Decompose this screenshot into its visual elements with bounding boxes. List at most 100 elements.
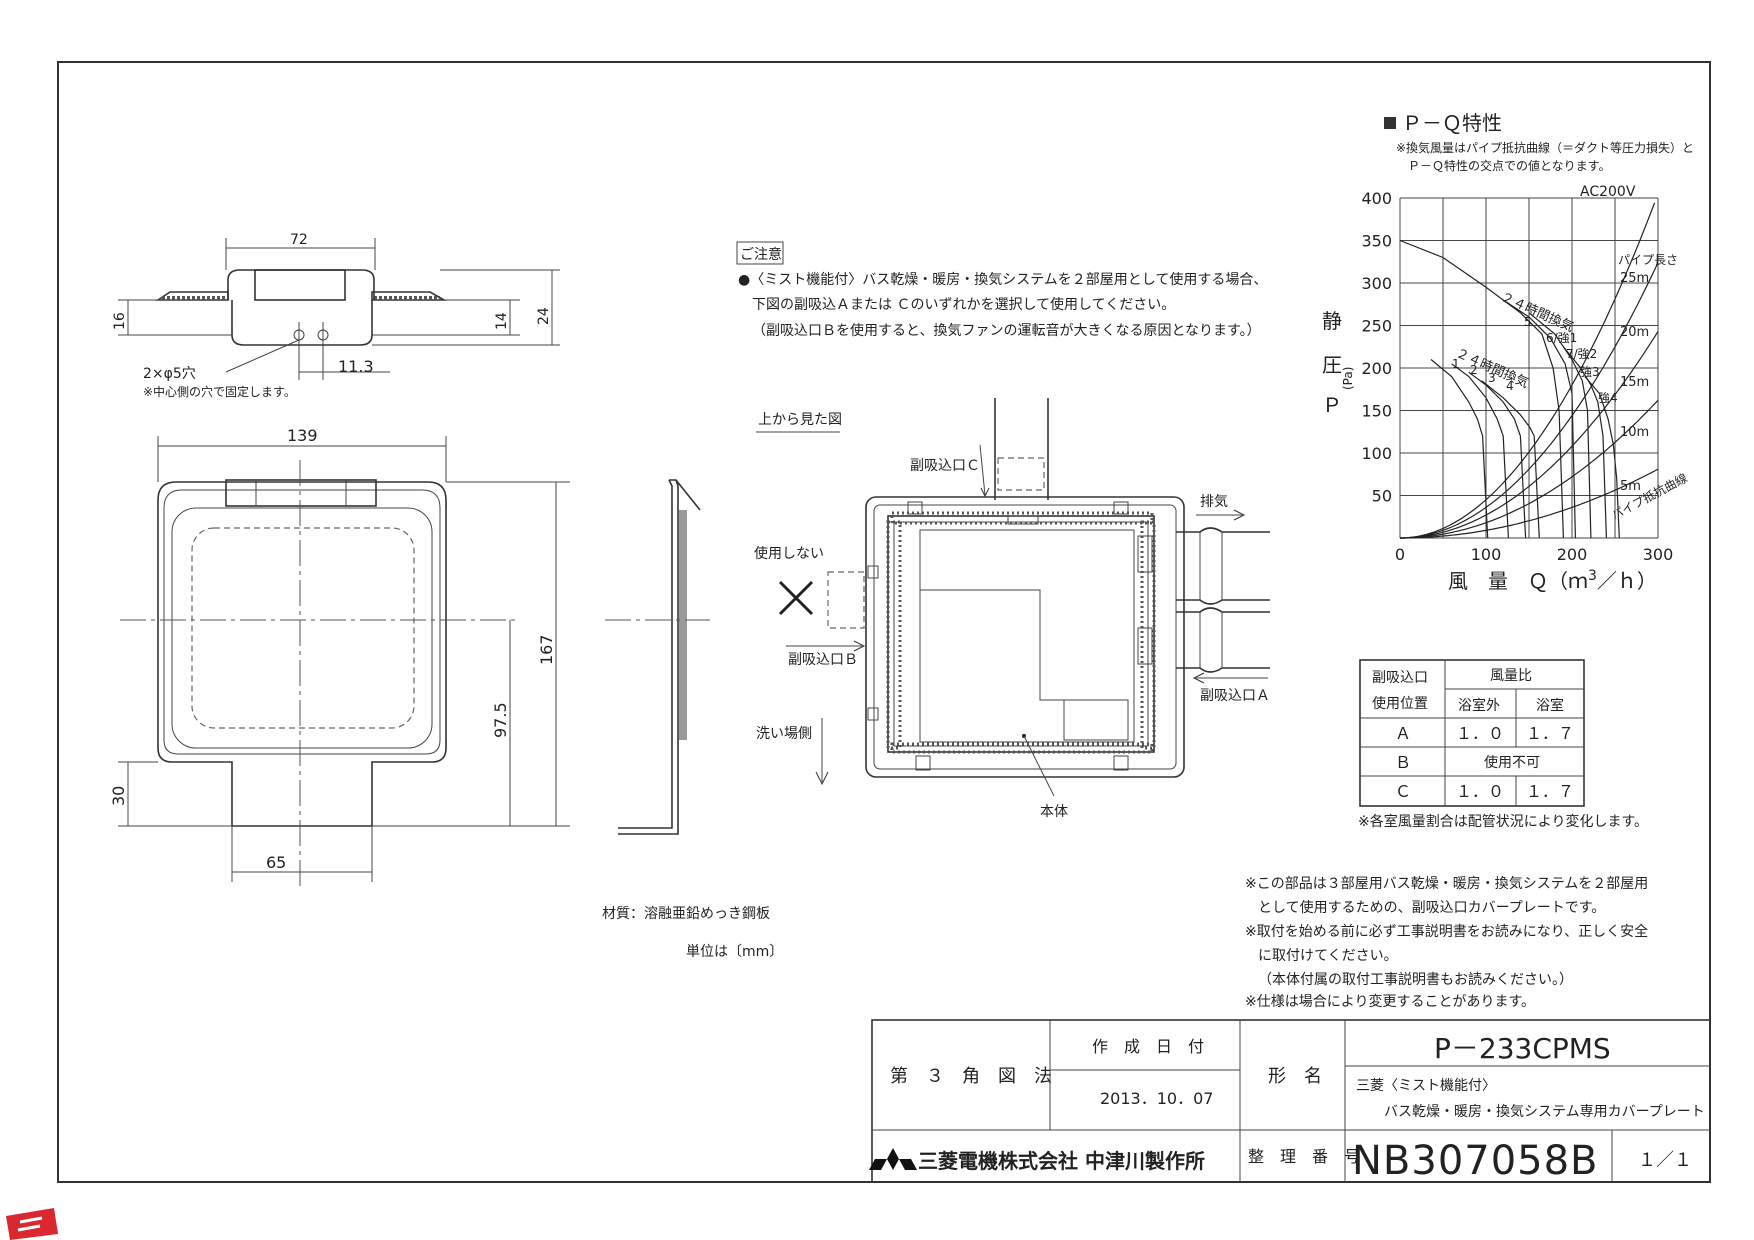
pipe-curve-25m [1399, 202, 1656, 539]
curve-label-3: 3 [1488, 371, 1496, 385]
ratio-table: 副吸込口 使用位置 風量比 浴室外 浴室 Ａ １．０ １．７ Ｂ 使用不可 Ｃ … [1358, 659, 1648, 830]
sheet-number: １／１ [1638, 1150, 1692, 1171]
dim-167: 167 [537, 634, 556, 665]
ratio-footnote: ※各室風量割合は配管状況により変化します。 [1358, 813, 1648, 830]
x-tick-label: 300 [1643, 545, 1674, 564]
th-in: 浴室 [1536, 697, 1564, 714]
dim-11-3: 11.3 [338, 357, 374, 376]
pq-yunit: (Pa) [1341, 367, 1355, 390]
dim-65: 65 [266, 853, 286, 872]
pq-xlabel: 風 量 Ｑ（ｍ3／ｈ） [1448, 568, 1657, 593]
pipe-length-label: パイプ長さ [1618, 253, 1678, 267]
fan-curve-5 [1399, 239, 1564, 539]
y-tick-label: 50 [1372, 487, 1392, 506]
th-pos-2: 使用位置 [1372, 695, 1428, 712]
label-24h-upper: ２４時間換気 [1498, 289, 1576, 335]
side-view [605, 479, 710, 835]
curve-label-2: 2 [1470, 363, 1478, 377]
curve-label-4: 4 [1506, 379, 1514, 393]
holes-note: ※中心側の穴で固定します。 [143, 384, 296, 399]
y-tick-label: 400 [1361, 189, 1392, 208]
row-b-merged: 使用不可 [1484, 754, 1540, 771]
pq-fan-curves [1399, 239, 1620, 539]
note-line-6: ※仕様は場合により変更することがあります。 [1245, 993, 1535, 1010]
pq-title-icon [1384, 117, 1396, 129]
row-a-out: １．０ [1456, 724, 1504, 743]
dim-24: 24 [536, 307, 552, 325]
fan-curve-3 [1468, 371, 1527, 539]
pq-note-1: ※換気風量はパイプ抵抗曲線（＝ダクト等圧力損失）と [1396, 140, 1694, 155]
company-name: 三菱電機株式会社 中津川製作所 [918, 1149, 1205, 1173]
front-view: 139 167 97.5 30 65 [109, 426, 570, 888]
material-note: 材質：溶融亜鉛めっき鋼板 [602, 906, 770, 922]
x-tick-label: 100 [1471, 545, 1502, 564]
caution-block: ご注意 ●〈ミスト機能付〉バス乾燥・暖房・換気システムを２部屋用として使用する場… [736, 241, 1267, 339]
number-label: 整 理 番 号 [1248, 1147, 1360, 1166]
row-a-pos: Ａ [1395, 724, 1411, 743]
row-c-in: １．７ [1526, 782, 1574, 801]
fan-curve-7 [1528, 312, 1592, 539]
pq-ylabel-1: 静 [1322, 309, 1342, 333]
row-b-pos: Ｂ [1395, 753, 1411, 772]
pipe-curve-label: パイプ抵抗曲線 [1608, 470, 1689, 523]
product-desc-1: 三菱〈ミスト機能付〉 [1356, 1078, 1496, 1094]
caution-line-2: 下図の副吸込Ａまたは Ｃのいずれかを選択して使用してください。 [752, 296, 1175, 313]
pipe-label-25m: 25m [1620, 271, 1649, 286]
y-tick-label: 250 [1361, 317, 1392, 336]
unit-note: 単位は〔mm〕 [686, 944, 783, 960]
pq-ylabel-2: 圧 [1322, 353, 1342, 377]
y-tick-label: 300 [1361, 274, 1392, 293]
dim-139: 139 [287, 426, 318, 445]
caution-heading: ご注意 [740, 246, 782, 263]
curve-label-1: 1 [1452, 357, 1460, 371]
curve-label-8: 強3 [1580, 365, 1600, 379]
holes-label: 2×φ5穴 [143, 366, 196, 382]
top-profile-view: 72 16 14 24 11.3 2×φ5穴 ※中心側の穴で固 [112, 232, 560, 399]
wash-side-label: 洗い場側 [756, 726, 812, 742]
dim-14: 14 [494, 312, 510, 330]
pq-note-2: Ｐ－Ｑ特性の交点での値となります。 [1408, 158, 1610, 173]
note-line-2: として使用するための、副吸込口カバープレートです。 [1258, 899, 1605, 916]
notes-block: ※この部品は３部屋用バス乾燥・暖房・換気システムを２部屋用 として使用するための… [1245, 876, 1648, 1010]
curve-label-5: 5 [1524, 315, 1532, 329]
creation-date: 2013．10．07 [1100, 1089, 1213, 1108]
date-label: 作 成 日 付 [1092, 1037, 1204, 1056]
drawing-number: NB307058B [1352, 1138, 1599, 1184]
pq-pipe-curves [1399, 202, 1659, 539]
dim-16: 16 [112, 312, 128, 330]
mitsubishi-logo-icon [869, 1148, 917, 1170]
curve-label-6: 6/強1 [1546, 331, 1577, 345]
pipe-curve-5m [1400, 468, 1659, 539]
caution-line-3: （副吸込口Ｂを使用すると、換気ファンの運転音が大きくなる原因となります。） [752, 322, 1261, 339]
row-c-out: １．０ [1456, 782, 1504, 801]
curve-label-9: 強4 [1598, 391, 1618, 405]
th-out: 浴室外 [1458, 697, 1500, 714]
note-line-1: ※この部品は３部屋用バス乾燥・暖房・換気システムを２部屋用 [1245, 876, 1648, 892]
x-tick-label: 200 [1557, 545, 1588, 564]
fan-curve-2 [1451, 363, 1509, 539]
dim-30: 30 [109, 786, 128, 806]
not-used-label: 使用しない [754, 545, 824, 562]
pipe-curve-10m [1400, 399, 1659, 539]
pq-ylabel-3: Ｐ [1322, 393, 1342, 417]
fan-curve-1 [1430, 359, 1489, 539]
model-label: 形 名 [1268, 1066, 1322, 1087]
intake-a-label: 副吸込口Ａ [1200, 688, 1270, 704]
intake-c-label: 副吸込口Ｃ [910, 458, 980, 474]
corner-logo-icon [6, 1208, 58, 1240]
caution-line-1: ●〈ミスト機能付〉バス乾燥・暖房・換気システムを２部屋用として使用する場合、 [738, 271, 1267, 288]
pipe-label-20m: 20m [1620, 325, 1649, 340]
pipe-label-15m: 15m [1620, 375, 1649, 390]
pipe-curve-15m [1400, 331, 1659, 539]
pipe-label-5m: 5m [1620, 479, 1641, 494]
y-tick-label: 200 [1361, 359, 1392, 378]
row-c-pos: Ｃ [1395, 782, 1411, 801]
fan-curve-9 [1584, 376, 1620, 539]
pipe-curve-20m [1400, 262, 1659, 539]
fan-curve-6 [1502, 299, 1576, 539]
curve-label-7: 7/強2 [1566, 347, 1597, 361]
x-tick-label: 0 [1395, 545, 1405, 564]
y-tick-label: 150 [1361, 402, 1392, 421]
